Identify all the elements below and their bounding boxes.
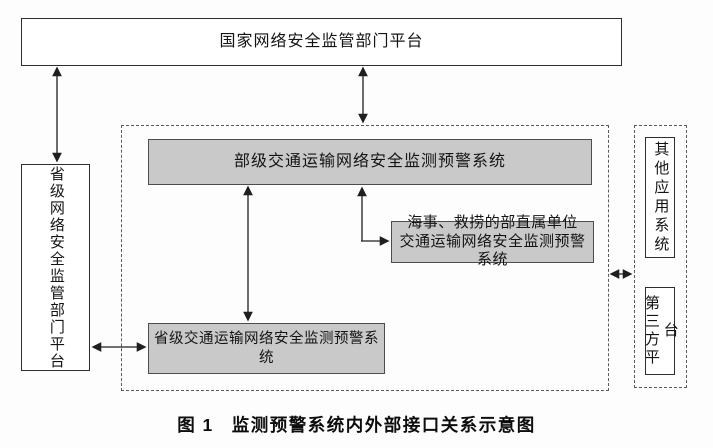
node-other-application-systems: 其他应用系统 (645, 137, 675, 258)
node-maritime-rescue-units-system: 海事、救捞的部直属单位 交通运输网络安全监测预警系统 (391, 215, 594, 268)
node-label: 部级交通运输网络安全监测预警系统 (233, 153, 506, 170)
node-third-party-platform: 第三方平台 (643, 287, 678, 375)
node-label: 省级网络安全监管部门平台 (47, 165, 64, 370)
internal-systems-dashed-boundary (121, 125, 609, 391)
figure-caption: 图 1 监测预警系统内外部接口关系示意图 (0, 412, 713, 437)
node-label: 国家网络安全监管部门平台 (219, 33, 424, 50)
node-label: 第三方平台 (643, 295, 678, 367)
external-systems-dashed-boundary (634, 125, 687, 388)
node-ministry-monitoring-warning-system: 部级交通运输网络安全监测预警系统 (148, 139, 592, 185)
node-provincial-monitoring-warning-system: 省级交通运输网络安全监测预警系统 (148, 323, 385, 374)
figure-number: 图 1 (177, 415, 214, 435)
figure-title: 监测预警系统内外部接口关系示意图 (231, 415, 536, 435)
node-national-network-security-platform: 国家网络安全监管部门平台 (21, 18, 622, 66)
node-label: 其他应用系统 (652, 140, 669, 255)
node-provincial-network-security-platform: 省级网络安全监管部门平台 (21, 164, 90, 371)
node-label: 海事、救捞的部直属单位 交通运输网络安全监测预警系统 (399, 214, 586, 269)
node-label: 省级交通运输网络安全监测预警系统 (154, 331, 379, 366)
